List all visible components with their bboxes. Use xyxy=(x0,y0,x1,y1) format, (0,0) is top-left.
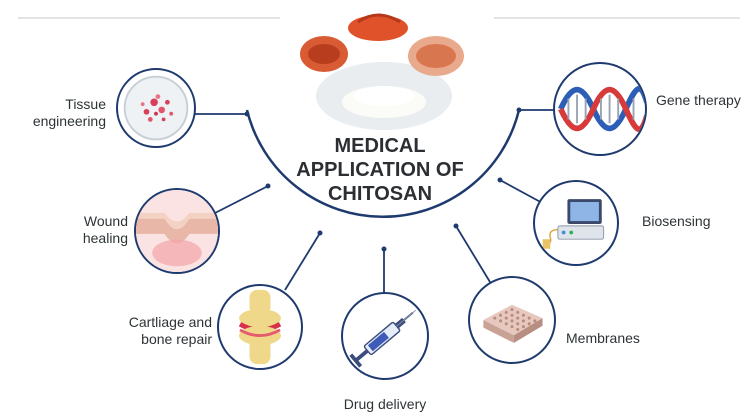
connector-membranes xyxy=(456,226,490,282)
diagram-title: MEDICAL APPLICATION OF CHITOSAN xyxy=(250,134,510,206)
title-line-3: CHITOSAN xyxy=(250,182,510,206)
syringe-icon xyxy=(343,294,427,378)
knee-joint-icon xyxy=(219,286,301,368)
cartilage-bone-node xyxy=(217,284,303,370)
membranes-label: Membranes xyxy=(566,330,686,347)
cartilage-label-line-1: Cartliage and xyxy=(104,314,212,331)
drug-label: Drug delivery xyxy=(330,396,440,413)
dna-icon xyxy=(555,64,645,154)
tissue-label-line-2: engineering xyxy=(8,113,106,130)
tissue-engineering-label: Tissue engineering xyxy=(8,96,106,130)
chitosan-source-illustration xyxy=(296,10,472,130)
tissue-label-line-1: Tissue xyxy=(8,96,106,113)
petri-dish-icon xyxy=(118,70,194,146)
cartilage-label-line-2: bone repair xyxy=(104,331,212,348)
cartilage-bone-label: Cartliage and bone repair xyxy=(104,314,212,348)
connector-cartilage xyxy=(285,233,320,290)
drug-delivery-node xyxy=(341,292,429,380)
wound-healing-label: Wound healing xyxy=(30,213,128,247)
membranes-text: Membranes xyxy=(566,330,686,347)
biosensing-text: Biosensing xyxy=(642,213,742,230)
gene-therapy-label: Gene therapy xyxy=(656,92,751,109)
wound-label-line-1: Wound xyxy=(30,213,128,230)
gene-therapy-node xyxy=(553,62,647,156)
title-line-1: MEDICAL xyxy=(250,134,510,158)
tissue-engineering-node xyxy=(116,68,196,148)
biosensing-label: Biosensing xyxy=(642,213,742,230)
title-line-2: APPLICATION OF xyxy=(250,158,510,182)
wound-label-line-2: healing xyxy=(30,230,128,247)
biosensor-device-icon xyxy=(535,182,617,264)
membrane-icon xyxy=(470,278,554,362)
wound-healing-node xyxy=(134,188,220,274)
membranes-node xyxy=(468,276,556,364)
skin-wound-icon xyxy=(136,190,218,272)
biosensing-node xyxy=(533,180,619,266)
drug-delivery-label: Drug delivery xyxy=(330,396,440,413)
gene-text: Gene therapy xyxy=(656,92,751,109)
